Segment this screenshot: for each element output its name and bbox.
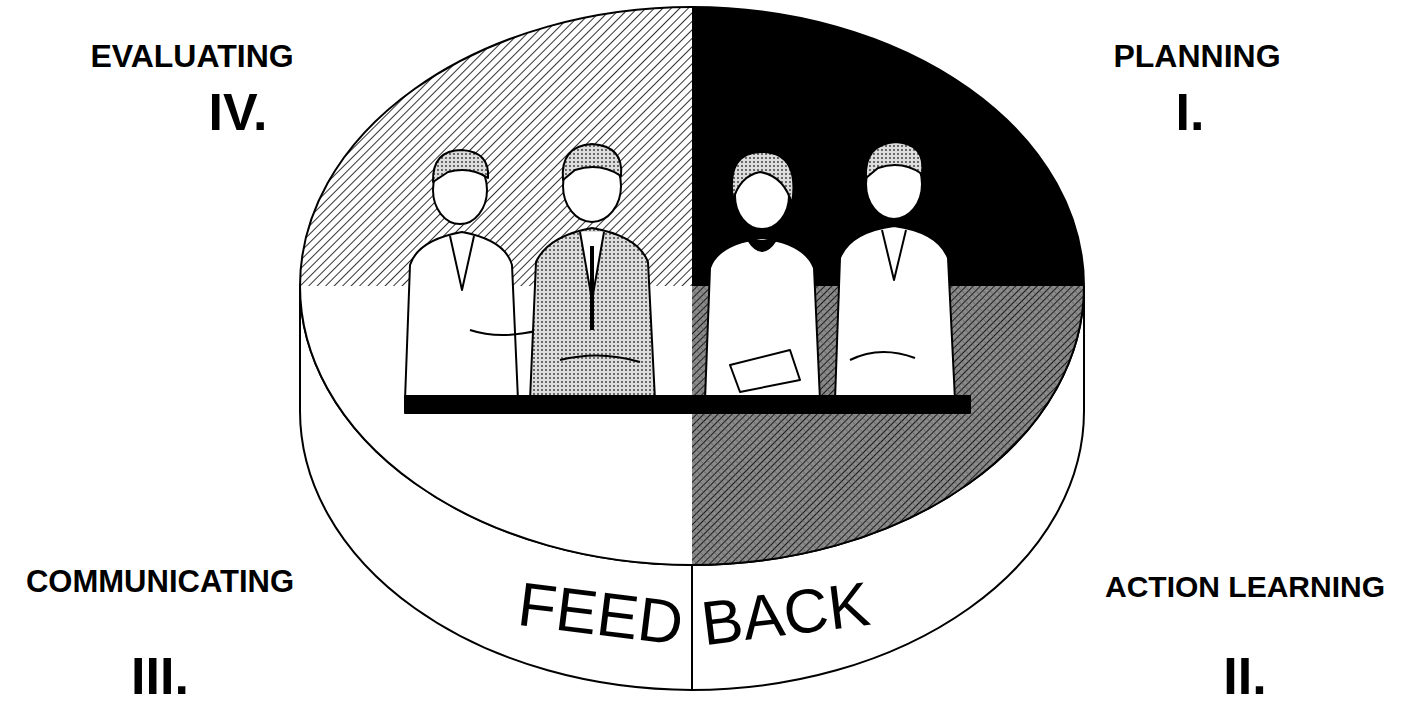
quadrant-name: ACTION LEARNING — [1105, 572, 1385, 602]
disc-top-outline — [300, 7, 1084, 565]
meeting-people — [405, 142, 970, 413]
quadrant-name: EVALUATING — [90, 40, 293, 72]
quadrant-name: PLANNING — [1113, 40, 1280, 72]
quadrant-numeral: II. — [1223, 650, 1266, 702]
quadrant-numeral: I. — [1176, 86, 1205, 138]
side-divider — [691, 565, 693, 690]
quadrant-numeral: III. — [131, 650, 189, 702]
quadrant-numeral: IV. — [209, 86, 268, 138]
quadrant-name: COMMUNICATING — [26, 566, 294, 597]
